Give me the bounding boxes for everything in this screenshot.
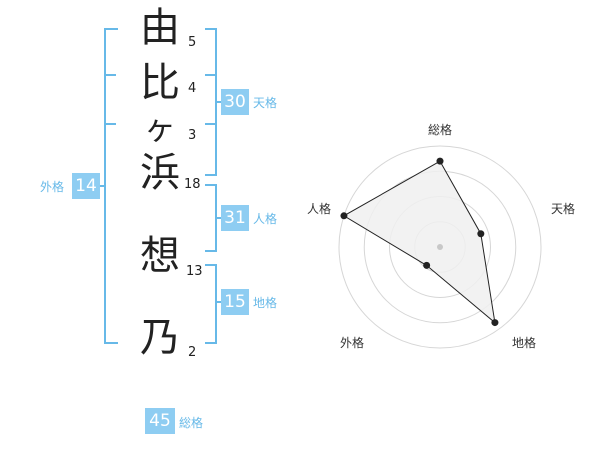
tenkaku-connector — [215, 101, 221, 103]
tenkaku-tick-2 — [205, 123, 215, 125]
left-tick-2 — [104, 123, 116, 125]
name-character-5: 想 — [140, 233, 180, 279]
stroke-count-5: 13 — [186, 264, 203, 279]
stroke-count-3: 3 — [188, 128, 197, 143]
radar-polygon — [342, 160, 496, 324]
name-character-3: ヶ — [143, 109, 176, 147]
radar-label-jinkaku: 人格 — [307, 201, 331, 216]
tenkaku-tick-1 — [205, 74, 215, 76]
jinkaku-label: 人格 — [253, 212, 278, 226]
radar-center-dot — [437, 244, 443, 250]
radar-point-chikaku — [491, 319, 499, 327]
name-character-2: 比 — [140, 60, 180, 106]
gaikaku-label: 外格 — [40, 180, 65, 194]
tenkaku-value: 30 — [221, 89, 249, 115]
name-character-1: 由 — [140, 5, 180, 51]
jinkaku-connector — [215, 217, 221, 219]
jinkaku-value: 31 — [221, 205, 249, 231]
stroke-count-2: 4 — [188, 81, 197, 96]
stroke-count-1: 5 — [188, 35, 197, 50]
radar-label-chikaku: 地格 — [512, 335, 536, 350]
radar-point-tenkaku — [477, 230, 485, 238]
radar-point-soukaku — [436, 157, 444, 165]
tenkaku-label: 天格 — [253, 96, 278, 110]
chikaku-connector — [215, 301, 221, 303]
name-character-4: 浜 — [140, 150, 180, 196]
name-character-6: 乃 — [140, 315, 180, 361]
chikaku-bracket — [205, 264, 217, 344]
soukaku-label: 総格 — [179, 416, 204, 430]
radar-point-jinkaku — [340, 212, 348, 220]
chikaku-value: 15 — [221, 289, 249, 315]
soukaku-value: 45 — [145, 408, 175, 434]
radar-label-tenkaku: 天格 — [551, 201, 575, 216]
radar-label-soukaku: 総格 — [428, 122, 452, 137]
chikaku-label: 地格 — [253, 296, 278, 310]
radar-point-gaikaku — [423, 261, 431, 269]
stroke-count-6: 2 — [188, 345, 197, 360]
left-tick-1 — [104, 74, 116, 76]
gaikaku-value: 14 — [72, 173, 100, 199]
gaikaku-bracket — [104, 28, 118, 344]
radar-label-gaikaku: 外格 — [340, 335, 364, 350]
stroke-count-4: 18 — [184, 177, 201, 192]
radar-grid-ring — [338, 145, 542, 349]
